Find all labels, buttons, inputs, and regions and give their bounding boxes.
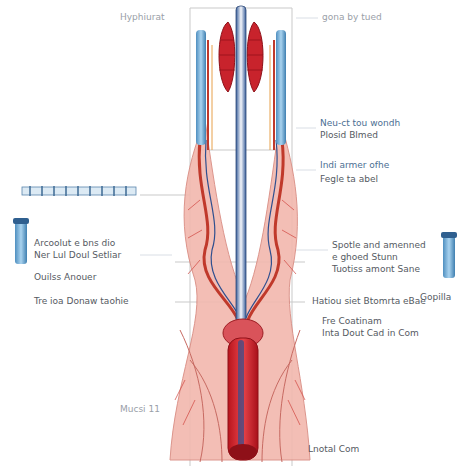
part-label: gona by tued — [322, 12, 382, 23]
part-label: Tre ioa Donaw taohie — [34, 296, 129, 307]
part-label: Ouilss Anouer — [34, 272, 96, 283]
part-label: Fegle ta abel — [320, 174, 378, 185]
part-label: Plosid Blmed — [320, 130, 378, 141]
part-label: Fre Coatinam — [322, 316, 382, 327]
figure-number: Mucsi 11 — [120, 404, 160, 415]
part-label: Tuotiss amont Sane — [332, 264, 420, 275]
part-label: Neu-ct tou wondh — [320, 118, 400, 129]
part-label: e ghoed Stunn — [332, 252, 398, 263]
part-label: Hatiou siet Btomrta eBae — [312, 296, 426, 307]
part-label: Inta Dout Cad in Com — [322, 328, 419, 339]
faint-heading: Hyphiurat — [120, 12, 164, 23]
part-label: Indi armer ofhe — [320, 160, 389, 171]
part-label: Arcoolut e bns dio — [34, 238, 115, 249]
part-label: Spotle and amenned — [332, 240, 426, 251]
part-label: Ner Lul Doul Setliar — [34, 250, 121, 261]
part-label: Lnotal Com — [308, 444, 359, 455]
